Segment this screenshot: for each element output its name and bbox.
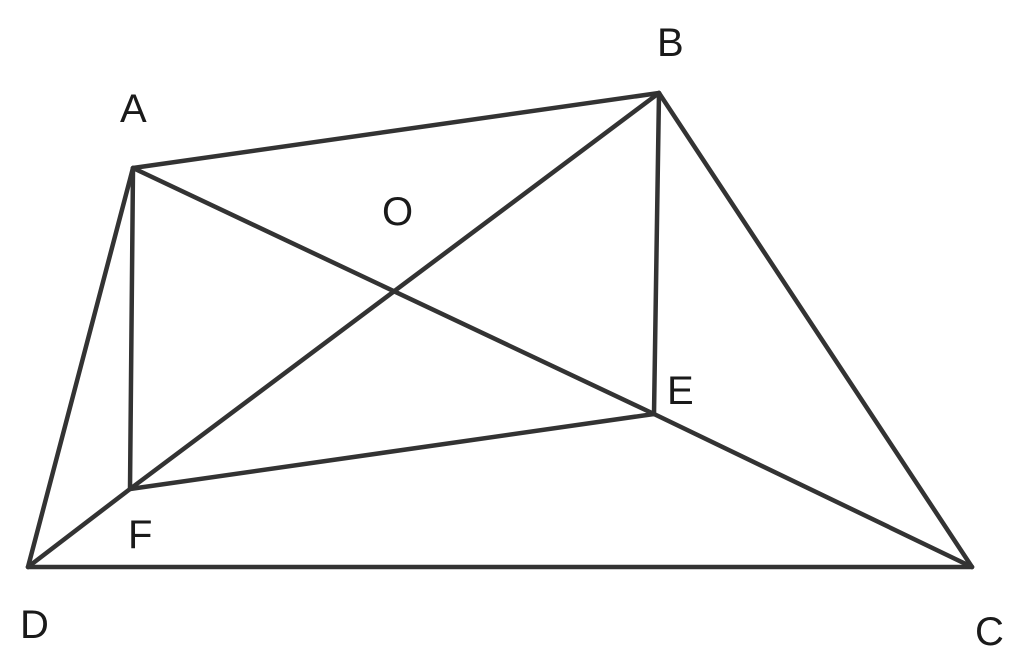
point-label-f: F: [128, 513, 152, 557]
segments-group: [25, 90, 975, 570]
point-label-b: B: [657, 21, 684, 65]
segment-ab: [130, 90, 662, 171]
segment-ad: [25, 165, 136, 570]
segment-be: [651, 90, 662, 417]
segment-af: [127, 165, 136, 492]
segment-ec: [651, 411, 975, 570]
point-label-e: E: [667, 369, 694, 413]
labels-group: A B C D E F O: [20, 21, 1004, 654]
point-label-d: D: [20, 603, 49, 647]
point-label-c: C: [975, 610, 1004, 654]
segment-bf: [127, 90, 662, 492]
point-label-o: O: [382, 190, 413, 234]
segment-fd: [25, 486, 133, 570]
segment-bc: [656, 90, 975, 570]
point-label-a: A: [120, 87, 147, 131]
segment-fe: [127, 411, 657, 492]
